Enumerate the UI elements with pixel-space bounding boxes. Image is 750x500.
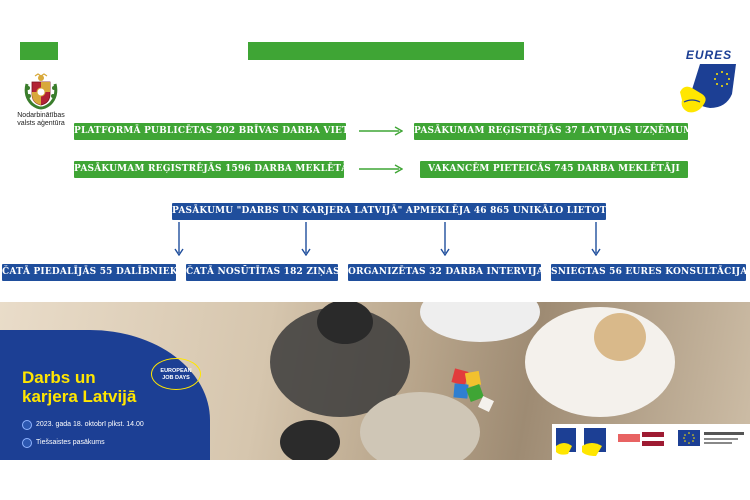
arrow-right-icon [359, 164, 403, 174]
agency-name-line1: Nodarbinātības [17, 112, 65, 119]
banner-title-line2: karjera Latvijā [22, 387, 137, 406]
arrow-down-icon [174, 222, 184, 256]
badge-line2: JOB DAYS [162, 375, 190, 381]
european-job-days-badge: EUROPEAN JOB DAYS [151, 358, 201, 390]
stat-unique-users: PASĀKUMU "DARBS UN KARJERA LATVIJĀ" APME… [172, 203, 626, 220]
partner-logos [552, 424, 750, 460]
agency-name: Nodarbinātības valsts aģentūra [12, 112, 70, 128]
eures-hand-icon [680, 64, 736, 113]
event-banner: Darbs un karjera Latvijā EUROPEAN JOB DA… [0, 302, 750, 460]
eures-logo-text: EURES [685, 48, 733, 62]
event-type: Tiešsaistes pasākums [36, 439, 105, 446]
stat-chat-messages: ČATĀ NOSŪTĪTAS 182 ZIŅAS [186, 264, 340, 281]
arrow-down-icon [591, 222, 601, 256]
event-type-row: Tiešsaistes pasākums [22, 438, 105, 448]
stat-applied-seekers: VAKANCĒM PIETEICĀS 745 DARBA MEKLĒTĀJI [420, 161, 688, 178]
stat-registered-seekers: PASĀKUMAM REĢISTRĒJĀS 1596 DARBA MEKLĒTĀ… [74, 161, 357, 178]
green-header-bar-left [20, 42, 58, 60]
stat-interviews: ORGANIZĒTAS 32 DARBA INTERVIJAS [348, 264, 550, 281]
eures-logo: EURES [678, 48, 740, 120]
arrow-down-icon [440, 222, 450, 256]
calendar-icon [22, 420, 32, 430]
stat-chat-participants: ČATĀ PIEDALĪJĀS 55 DALĪBNIEKI [2, 264, 182, 281]
globe-icon [22, 438, 32, 448]
coat-of-arms-icon [24, 73, 58, 110]
badge-line1: EUROPEAN [160, 368, 192, 374]
banner-title: Darbs un karjera Latvijā [22, 368, 136, 406]
banner-title-line1: Darbs un [22, 368, 96, 387]
arrow-right-icon [359, 126, 403, 136]
agency-logo: Nodarbinātības valsts aģentūra [12, 70, 70, 128]
arrow-down-icon [301, 222, 311, 256]
partner-logos-icon [556, 428, 744, 456]
agency-name-line2: valsts aģentūra [17, 120, 65, 127]
stat-platform-vacancies: PLATFORMĀ PUBLICĒTAS 202 BRĪVAS DARBA VI… [74, 123, 362, 140]
green-header-bar-center [248, 42, 524, 60]
stat-registered-companies: PASĀKUMAM REĢISTRĒJĀS 37 LATVIJAS UZŅĒMU… [414, 123, 698, 140]
teamwork-photo-figures [270, 302, 675, 460]
event-date-row: 2023. gada 18. oktobrī plkst. 14.00 [22, 420, 144, 430]
stat-consultations: SNIEGTAS 56 EURES KONSULTĀCIJAS [551, 264, 750, 281]
event-date: 2023. gada 18. oktobrī plkst. 14.00 [36, 421, 144, 428]
